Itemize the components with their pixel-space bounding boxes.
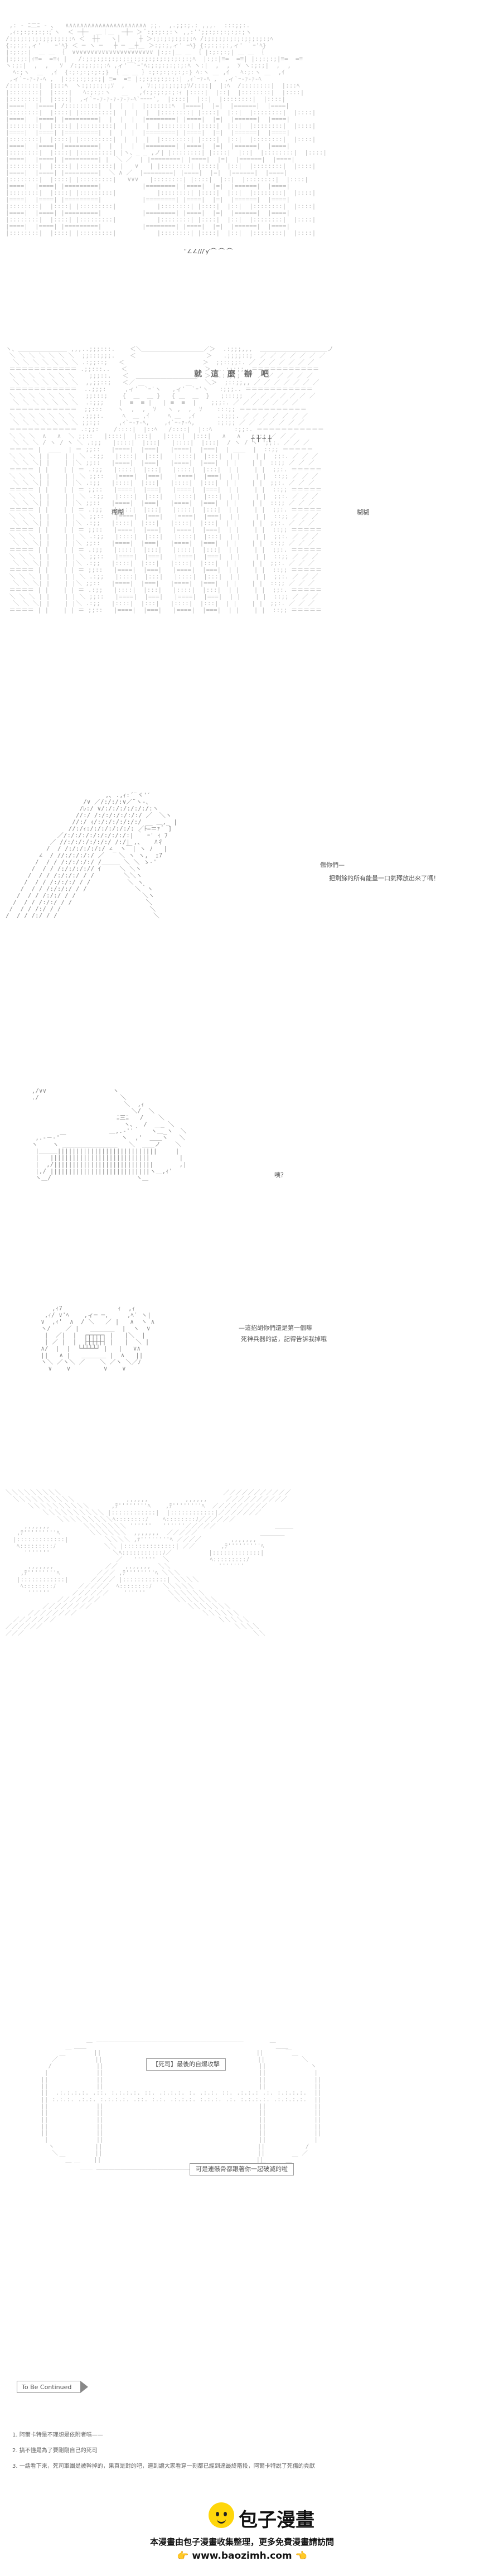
panel-7: ＿＿＿＿＿＿＿＿＿＿＿＿＿＿＿＿＿＿＿＿＿＿＿＿ ＿＿￣ ￣＿＿ ＿￣ || |… (0, 2036, 484, 2371)
ascii-art-explosion-blades: ＼＼＼＼＼＼＼＼＼ ／／／／／／／／／／／ ＼＼＼＼＼＼＼＼＼＼ ,,,,,, … (6, 1489, 293, 1637)
ascii-art-circle-frame: ＿＿＿＿＿＿＿＿＿＿＿＿＿＿＿＿＿＿＿＿＿＿＿＿ ＿＿￣ ￣＿＿ ＿￣ || |… (41, 2036, 322, 2177)
ascii-art-character-reaching: ,､ .,ｨ:´¨ヾ'′ /∨ ／/:/:/:∨／¨ヽ-､ /ﾚ:/ ∨/:/:… (6, 792, 177, 919)
brand-footer: 包子漫畫 本漫畫由包子漫畫收集整理，更多免費漫畫請訪問 👉 www.baozim… (0, 2499, 484, 2576)
note-item: 1. 阿爾卡特是不理想是依附者嗎—— (12, 2432, 103, 2438)
ascii-art-crowd-scene: ,: ‐ ﾆ二ﾆ ‐ ､ ∧∧∧∧∧∧∧∧∧∧∧∧∧∧∧∧∧∧∧∧∧∧ ;;. … (6, 22, 327, 237)
arrow-right-icon (80, 2381, 89, 2393)
note-item: 3. 一話看下來，死司軍團是被幹掉的，果真是對的吧，連到讓大家看穿一刻都已經到達… (12, 2463, 315, 2469)
panel-2: ヽ、＿＿＿＿＿＿＿＿ ,,,..;;;:::. ＜＼＿＿＿＿＿＿＿＿＿＿／＞ .… (0, 346, 484, 703)
panel2-title-char-2: 這 (211, 370, 219, 379)
panel3-dialogue: 把剩餘的所有能量一口氣釋放出來了嗎！ (329, 875, 439, 882)
panel2-title-char-4: 辦 (244, 370, 252, 379)
panel5-line2: 死神兵器的話，記得告訴我掉哦 (241, 1335, 327, 1343)
panel5-line1: —這招胡你們還是第一個嘛 (239, 1324, 312, 1332)
panel-5: ,ｨ7 ｨ ,ｨ ,ｨ/ ∨'ﾍ ,ィ─ ─, ,ﾍ′ ヽ| ∨ ,ｨ' ∧ /… (0, 1305, 484, 1417)
panel2-hands: ┼ ┼ ┼ ┼ (251, 435, 272, 442)
panel2-label-right: 糊糊 (357, 509, 369, 516)
pointing-hand-icon: 👉 (177, 2550, 189, 2561)
brand-url-line: 👉 www.baozimh.com 👈 (0, 2550, 484, 2561)
panel2-title-char-3: 麼 (228, 370, 235, 379)
ascii-art-crowd-cheer: ヽ、＿＿＿＿＿＿＿＿ ,,,..;;;:::. ＜＼＿＿＿＿＿＿＿＿＿＿／＞ .… (6, 346, 334, 614)
panel4-exclaim: 咦？ (274, 1171, 287, 1179)
panel3-speaker: 傷你們— (320, 861, 345, 869)
to-be-continued-label: To Be Continued (17, 2381, 81, 2393)
panel-4: ,/∨∨ ヽ ./ ＼ ＼ ,ｨ ＼/ ＼ ﾆ三ﾆ / ＼ ヽ、 / ＿_ ＼ (0, 1088, 484, 1233)
note-item: 2. 搞不懂是為了要剛剛自己的死司 (12, 2448, 98, 2454)
panel7-box-attack: 【死司】最後的自爆攻擊 (146, 2058, 226, 2071)
panel7-box-broken: 可是連骸骨都跟著你一起破滅的啦 (190, 2163, 294, 2175)
to-be-continued-arrow: To Be Continued (17, 2381, 89, 2393)
ascii-art-profile-face: ,/∨∨ ヽ ./ ＼ ＼ ,ｨ ＼/ ＼ ﾆ三ﾆ / ＼ ヽ、 / ＿_ ＼ (31, 1088, 187, 1181)
brand-name: 包子漫畫 (239, 2509, 314, 2531)
panel1-side-text: "∠∠//∕′y′⌒ ⌒ ⌒ (184, 248, 233, 255)
panel2-label-left: 糊糊 (112, 509, 124, 516)
bun-logo-icon (209, 2502, 234, 2528)
ascii-art-grinning-face: ,ｨ7 ｨ ,ｨ ,ｨ/ ∨'ﾍ ,ィ─ ─, ,ﾍ′ ヽ| ∨ ,ｨ' ∧ /… (41, 1305, 155, 1372)
notes-list: 1. 阿爾卡特是不理想是依附者嗎—— 2. 搞不懂是為了要剛剛自己的死司 3. … (12, 2428, 315, 2474)
panel2-title-char-5: 吧 (261, 370, 269, 379)
brand-notice: 本漫畫由包子漫畫收集整理，更多免費漫畫請訪問 (149, 2537, 334, 2547)
panel-3: ,､ .,ｨ:´¨ヾ'′ /∨ ／/:/:/:∨／¨ヽ-､ /ﾚ:/ ∨/:/:… (0, 792, 484, 1004)
brand-url[interactable]: www.baozimh.com (192, 2550, 292, 2561)
panel-1: ,: ‐ ﾆ二ﾆ ‐ ､ ∧∧∧∧∧∧∧∧∧∧∧∧∧∧∧∧∧∧∧∧∧∧ ;;. … (0, 22, 484, 268)
pointing-hand-icon: 👈 (295, 2550, 307, 2561)
panel-6: ＼＼＼＼＼＼＼＼＼ ／／／／／／／／／／／ ＼＼＼＼＼＼＼＼＼＼ ,,,,,, … (0, 1489, 484, 1701)
panel2-title-char-1: 就 (194, 370, 202, 379)
